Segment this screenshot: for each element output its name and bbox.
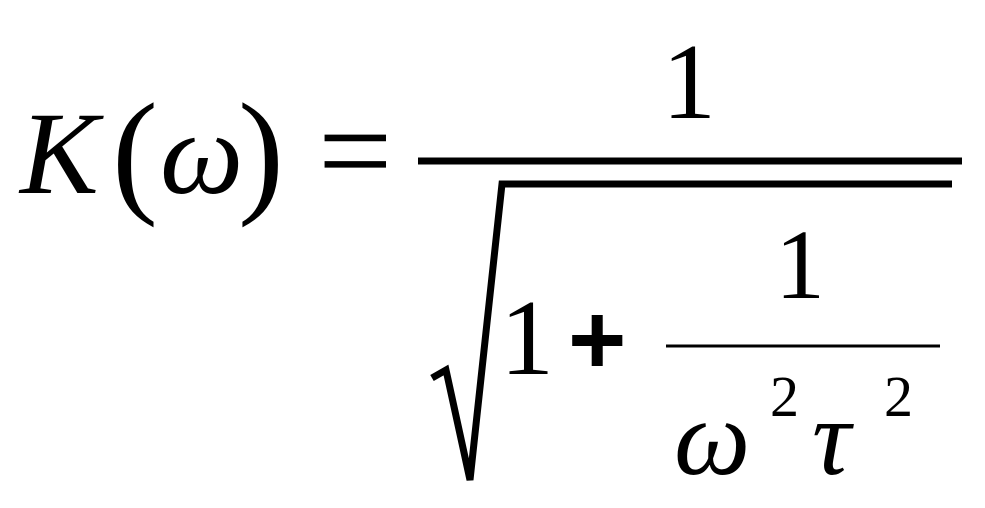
variable-omega: ω bbox=[160, 88, 243, 219]
open-paren: ( bbox=[112, 75, 158, 228]
inner-numerator: 1 bbox=[775, 209, 825, 320]
plus-sign: + bbox=[568, 284, 626, 396]
tau-exponent: 2 bbox=[884, 364, 913, 429]
radicand-one: 1 bbox=[500, 279, 554, 398]
main-numerator: 1 bbox=[662, 23, 716, 142]
square-root-sign bbox=[430, 180, 952, 481]
inner-omega: ω bbox=[674, 379, 750, 498]
inner-tau: τ bbox=[812, 379, 854, 498]
omega-exponent: 2 bbox=[770, 364, 799, 429]
close-paren: ) bbox=[238, 75, 284, 228]
equals-sign: = bbox=[318, 77, 392, 224]
function-name: K bbox=[18, 88, 104, 219]
